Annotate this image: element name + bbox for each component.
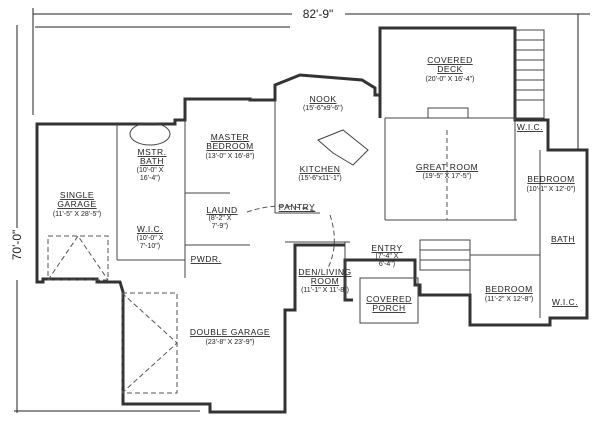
room-entry: ENTRY (7'-4" X 6'-4") [371,243,402,268]
room-master-bath: MSTR. BATH (10'-0" X 16'-4") [137,147,167,182]
svg-text:MASTER: MASTER [211,132,249,142]
garage-doors [47,205,335,394]
fixtures [129,29,545,271]
svg-text:DECK: DECK [437,64,463,74]
svg-text:(20'-0" X 16'-4"): (20'-0" X 16'-4") [426,76,475,83]
room-bedroom-1: BEDROOM (10'-1" X 12'-0") [527,174,576,193]
svg-text:7'-10"): 7'-10") [140,243,160,250]
svg-text:MSTR.: MSTR. [138,147,167,157]
room-wic-1: W.I.C. [517,122,543,132]
room-kitchen: KITCHEN (15'-6"x11'-1") [298,164,341,182]
svg-text:(11'-1" X 11'-8"): (11'-1" X 11'-8") [301,287,349,294]
svg-text:BATH: BATH [140,156,164,166]
svg-text:(7'-4" X: (7'-4" X [376,253,399,260]
svg-text:W.I.C.: W.I.C. [137,224,163,234]
svg-text:16'-4"): 16'-4") [140,175,160,182]
room-laundry: LAUND (8'-2" X 7'-9") [206,205,237,230]
svg-text:PORCH: PORCH [372,303,405,313]
room-master-wic: W.I.C. (10'-0" X 7'-10") [137,224,164,250]
svg-text:(15'-6"x11'-1"): (15'-6"x11'-1") [298,175,341,182]
room-pantry: PANTRY [279,202,316,212]
svg-text:(11'-2" X 12'-8"): (11'-2" X 12'-8") [485,296,533,303]
svg-text:BEDROOM: BEDROOM [527,174,574,184]
svg-text:BEDROOM: BEDROOM [206,141,253,151]
svg-text:(10'-1" X 12'-0"): (10'-1" X 12'-0") [527,186,576,193]
overall-width-label: 82'-9" [303,7,334,21]
room-covered-porch: COVERED PORCH [359,277,419,324]
room-nook: NOOK (15'-6"x9'-6") [303,94,343,112]
room-wic-2: W.I.C. [552,297,578,307]
svg-text:ROOM: ROOM [311,276,339,286]
svg-text:DOUBLE GARAGE: DOUBLE GARAGE [190,327,270,337]
svg-text:COVERED: COVERED [366,294,412,304]
svg-text:GREAT ROOM: GREAT ROOM [416,162,478,172]
svg-text:ENTRY: ENTRY [371,243,402,253]
svg-text:W.I.C.: W.I.C. [517,122,543,132]
room-great-room: GREAT ROOM (19'-5" X 17'-5") [416,162,478,180]
interior-walls [116,100,541,318]
svg-text:(13'-0" X 16'-8"): (13'-0" X 16'-8") [206,153,255,160]
svg-text:LAUND: LAUND [206,205,237,215]
svg-text:7'-9"): 7'-9") [212,223,228,230]
svg-text:6'-4"): 6'-4") [379,261,395,268]
svg-text:BATH: BATH [551,234,575,244]
overall-depth-label: 70'-0" [10,230,24,261]
svg-text:COVERED: COVERED [427,55,473,65]
room-powder: PWDR. [191,254,222,264]
room-den-living: DEN/LIVING ROOM (11'-1" X 11'-8") [298,267,351,294]
room-bedroom-2: BEDROOM (11'-2" X 12'-8") [485,284,533,303]
room-single-garage: SINGLE GARAGE (11'-5" X 28'-5") [53,190,101,218]
room-covered-deck: COVERED DECK (20'-0" X 16'-4") [426,55,475,83]
dimension-width: 82'-9" [32,7,590,115]
svg-text:(11'-5" X 28'-5"): (11'-5" X 28'-5") [53,211,101,218]
svg-text:PWDR.: PWDR. [191,254,222,264]
svg-text:(10'-0" X: (10'-0" X [137,167,164,174]
svg-text:NOOK: NOOK [309,94,336,104]
svg-text:SINGLE: SINGLE [60,190,94,200]
svg-text:KITCHEN: KITCHEN [300,164,341,174]
svg-text:PANTRY: PANTRY [279,202,316,212]
svg-text:(19'-5" X 17'-5"): (19'-5" X 17'-5") [423,173,472,180]
svg-text:DEN/LIVING: DEN/LIVING [298,267,351,277]
svg-text:GARAGE: GARAGE [57,199,96,209]
svg-text:(8'-2" X: (8'-2" X [209,215,232,222]
svg-text:W.I.C.: W.I.C. [552,297,578,307]
room-double-garage: DOUBLE GARAGE (23'-8" X 23'-9") [190,327,270,346]
svg-text:(15'-6"x9'-6"): (15'-6"x9'-6") [303,105,343,112]
room-bath: BATH [551,234,575,244]
room-master-bedroom: MASTER BEDROOM (13'-0" X 16'-8") [206,132,255,160]
svg-text:BEDROOM: BEDROOM [485,284,532,294]
svg-text:(10'-0" X: (10'-0" X [137,235,164,242]
dimension-depth: 70'-0" [10,14,579,413]
svg-text:(23'-8" X 23'-9"): (23'-8" X 23'-9") [206,339,255,346]
